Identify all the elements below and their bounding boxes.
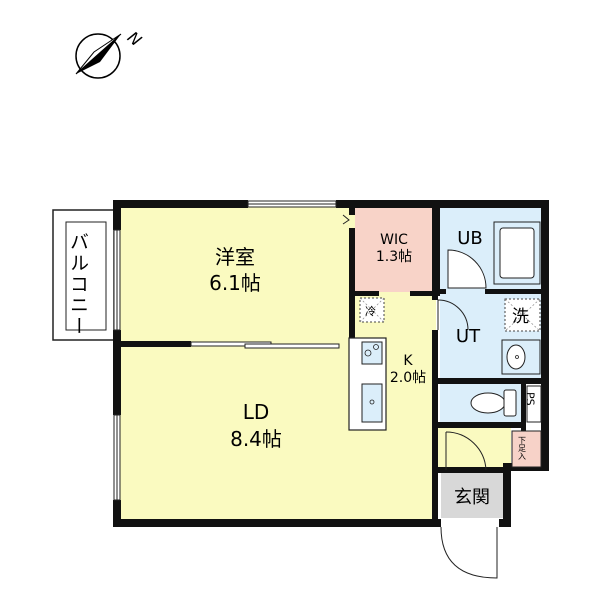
entrance-name: 玄関: [454, 487, 490, 508]
ld-name: LD: [243, 400, 270, 424]
compass-needle-light: [75, 33, 122, 75]
wall-ut-toilet: [432, 378, 546, 384]
wall-western-kitchen: [349, 207, 355, 215]
wall-entrance-bottom-right: [499, 519, 511, 527]
bathtub-inner: [499, 227, 535, 279]
wall-entrance-top: [436, 467, 506, 473]
wall-toilet-ps: [521, 380, 526, 470]
kitchen-counter: [348, 337, 387, 431]
pipe-space: PS: [524, 385, 542, 423]
wall-ub-ut: [485, 289, 546, 294]
western-room-size: 6.1帖: [209, 271, 261, 295]
entrance-door-swing: [440, 526, 498, 579]
wall-western-ld-left: [121, 341, 191, 347]
wall-bottom: [113, 519, 441, 527]
wall-left-bottom: [113, 500, 121, 527]
ub-name: UB: [457, 228, 483, 249]
windows: [113, 200, 337, 501]
western-room-name: 洋室: [215, 245, 255, 269]
toilet-bowl: [470, 392, 506, 414]
wall-entrance-right: [503, 463, 511, 527]
wall-wet-left-upper: [432, 295, 438, 300]
wall-left-mid: [113, 330, 121, 415]
shoe-box-label: 下足入: [518, 436, 527, 460]
wall-corridor-left: [432, 426, 438, 527]
stove-burner-2: [373, 344, 379, 350]
ps-label: PS: [524, 392, 537, 406]
sink-icon: [361, 383, 383, 423]
toilet-tank: [503, 389, 517, 417]
wall-wic-left: [349, 228, 355, 340]
kitchen-size: 2.0帖: [390, 370, 426, 386]
wic-floor: [355, 207, 433, 292]
washer-label: 洗: [512, 307, 529, 327]
washer: 洗: [504, 298, 541, 332]
compass-north-label: N: [124, 28, 145, 50]
wall-ub-ut-left: [436, 289, 446, 294]
wic-door-swing: [342, 214, 350, 225]
washer-outline: [504, 298, 541, 332]
sink-drain: [369, 399, 375, 405]
toilet-icon: [470, 389, 517, 417]
fridge-label: 冷: [365, 305, 376, 318]
wall-wic-bottom-right: [410, 291, 440, 296]
stove-burner-1: [364, 349, 372, 357]
wash-basin-drain: [515, 355, 519, 359]
wic-name: WIC: [380, 232, 408, 248]
toilet-door-swing: [445, 431, 487, 471]
shoe-box: 下足入: [511, 430, 542, 468]
wall-toilet-bottom: [436, 422, 526, 428]
ut-name: UT: [456, 326, 481, 347]
doors: [342, 214, 498, 579]
kitchen-name: K: [403, 353, 413, 369]
interior-walls: [121, 207, 546, 527]
ld-size: 8.4帖: [230, 427, 282, 451]
wall-top-right: [336, 200, 549, 208]
ub-door-swing: [447, 249, 487, 289]
ut-door-swing: [437, 299, 469, 331]
bathtub: [493, 221, 541, 285]
balcony-inner: [65, 221, 107, 331]
fridge: 冷: [359, 297, 385, 323]
wall-left-top: [113, 200, 121, 230]
balcony: バルコニー: [52, 209, 115, 341]
corridor-floor: [436, 426, 511, 471]
wash-basin: [501, 339, 541, 375]
wash-basin-bowl: [506, 344, 526, 370]
sliding-door-panel-b: [244, 343, 340, 349]
stove-icon: [361, 341, 383, 365]
western-room-floor: [118, 207, 355, 347]
wall-right: [541, 200, 549, 471]
balcony-label: バルコニー: [67, 232, 89, 337]
sliding-door: [190, 341, 340, 349]
compass: N: [75, 28, 145, 79]
wall-top-left: [113, 200, 248, 208]
ps-box: [526, 385, 542, 423]
wall-wic-right: [432, 207, 440, 295]
fridge-diagonal-2: [359, 297, 385, 323]
entrance-floor: [441, 471, 503, 518]
wic-size: 1.3帖: [376, 249, 412, 265]
wall-wic-bottom: [349, 291, 379, 296]
shoe-box-outline: [511, 430, 542, 468]
